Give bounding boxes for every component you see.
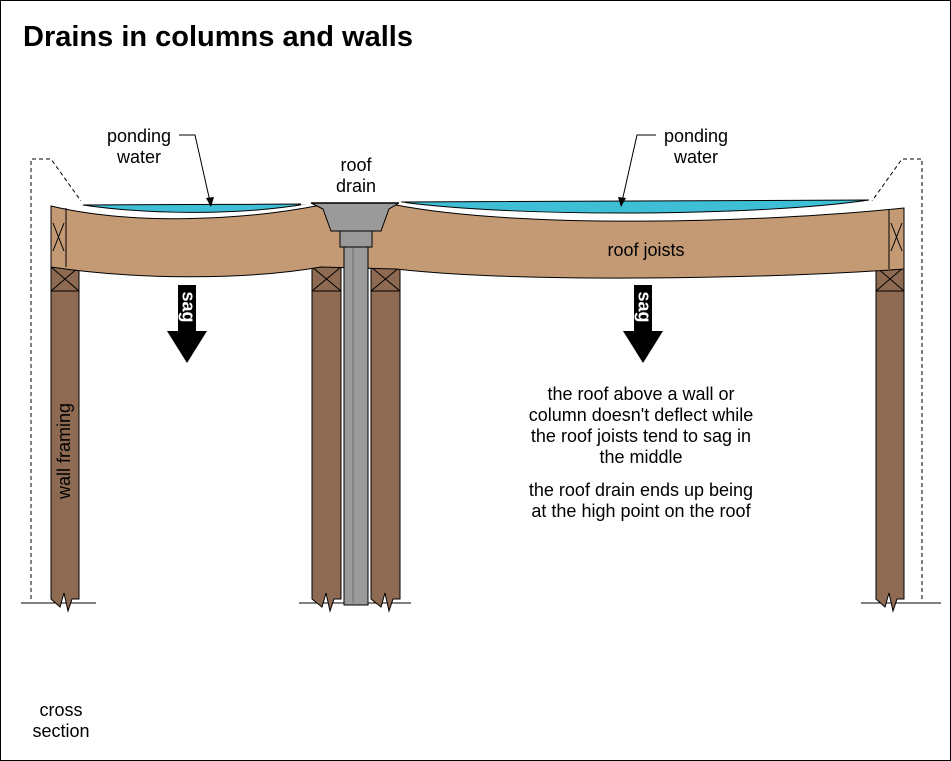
roof-joists: [50, 204, 905, 279]
ponding-right-leader: [620, 134, 656, 207]
ponding-left-arrowhead: [206, 197, 214, 207]
ponding-water-left-label: ponding water: [106, 126, 172, 167]
sag-left-label: sag: [178, 291, 198, 322]
cross-section-label: cross section: [32, 700, 90, 741]
center-left-stud: [311, 266, 342, 613]
right-joist-end: [888, 208, 905, 269]
ponding-right-arrowhead: [618, 197, 626, 207]
sag-arrow-right: sag: [623, 285, 663, 363]
right-wall-stud: [875, 266, 905, 613]
page-title: Drains in columns and walls: [23, 21, 413, 53]
left-top-plate-cross: [50, 266, 80, 292]
sag-arrow-left: sag: [167, 285, 207, 363]
roof-drain-label: roof drain: [335, 155, 377, 196]
roof-joists-label: roof joists: [607, 240, 685, 260]
ponding-water-right-label: ponding water: [663, 126, 729, 167]
membrane-edge: [300, 202, 407, 205]
left-wall-stud: [50, 266, 80, 613]
deflection-note: the roof above a wall or column doesn't …: [528, 384, 754, 467]
ponding-water-right: [400, 199, 870, 214]
wall-framing-label: wall framing: [54, 403, 74, 500]
sag-right-label: sag: [634, 291, 654, 322]
left-parapet-outline: [30, 158, 82, 599]
drain-collar: [339, 230, 373, 248]
center-right-stud: [370, 266, 401, 613]
left-joist-end-cross: [52, 222, 65, 252]
ponding-water-left: [82, 203, 307, 213]
ponding-left-leader: [179, 134, 212, 207]
left-joist-end: [50, 206, 67, 267]
drain-pipe: [343, 244, 369, 606]
center-left-top-plate-cross: [311, 266, 342, 292]
high-point-note: the roof drain ends up being at the high…: [528, 480, 754, 521]
right-joist-end-cross: [890, 222, 903, 252]
right-parapet-outline: [871, 158, 923, 599]
